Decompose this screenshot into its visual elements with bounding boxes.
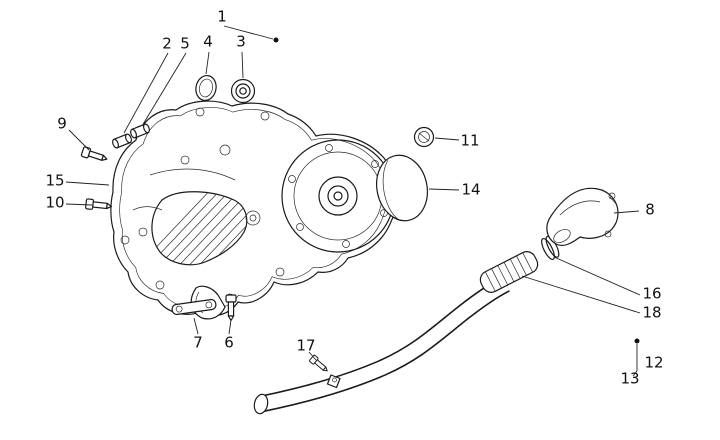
callout-14: 14 <box>461 180 481 199</box>
callout-13: 13 <box>620 369 640 388</box>
vent-opening <box>151 191 248 266</box>
callout-5: 5 <box>180 34 190 53</box>
leader-lines <box>65 25 641 377</box>
clutch-boss <box>281 139 395 253</box>
cooling-pipe <box>253 276 510 415</box>
callout-9: 9 <box>57 114 67 133</box>
bushing-5 <box>130 123 150 139</box>
oil-seal <box>195 74 217 102</box>
callout-18: 18 <box>642 303 662 322</box>
callout-12: 12 <box>644 353 664 372</box>
plug-cap <box>413 126 435 148</box>
bellows-hose <box>479 251 539 293</box>
air-intake-elbow <box>546 187 619 247</box>
bracket <box>171 298 217 316</box>
screw-6 <box>225 294 237 322</box>
callout-10: 10 <box>45 193 65 212</box>
callout-7: 7 <box>193 333 203 352</box>
callout-3: 3 <box>236 32 246 51</box>
callout-17: 17 <box>296 336 316 355</box>
pipe-tab <box>326 374 341 389</box>
screw-17 <box>308 354 331 375</box>
screw-9 <box>80 145 109 165</box>
callout-16: 16 <box>642 284 662 303</box>
callout-6: 6 <box>224 333 234 352</box>
callout-11: 11 <box>460 131 480 150</box>
callout-15: 15 <box>45 171 65 190</box>
inspection-cover <box>376 154 428 222</box>
callout-4: 4 <box>203 32 213 51</box>
callout-1: 1 <box>217 7 227 26</box>
transmission-cover <box>110 100 397 320</box>
bushing-2 <box>112 133 132 149</box>
callout-2: 2 <box>162 34 172 53</box>
callout-8: 8 <box>645 200 655 219</box>
bearing <box>230 78 256 104</box>
